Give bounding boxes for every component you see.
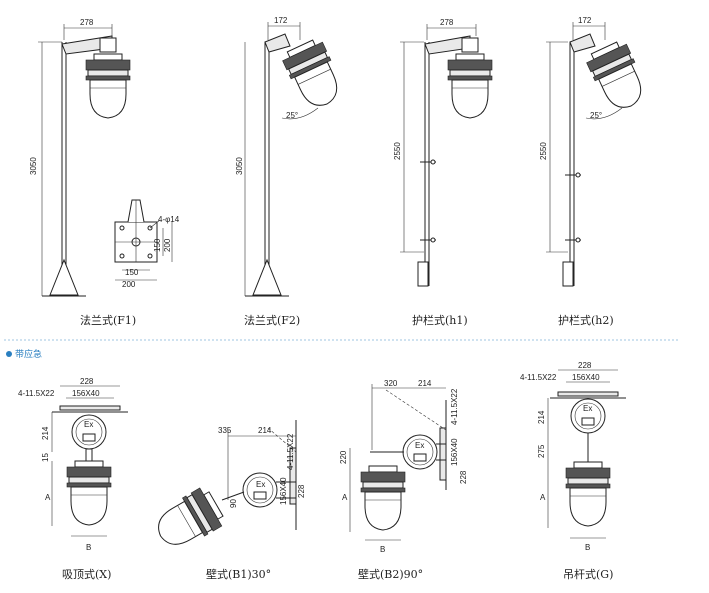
x-214-label: 214 [41, 426, 50, 440]
b2-220-label: 220 [339, 450, 348, 464]
b2-a-label: A [342, 493, 348, 502]
h2-height-label: 2550 [539, 142, 548, 160]
flange-150-v: 150 [153, 238, 162, 252]
g-box-label: 156X40 [572, 373, 600, 382]
flange-200-h: 200 [122, 280, 136, 289]
variant-f1: 278 3050 法兰式(F1) [29, 18, 136, 327]
g-214-label: 214 [537, 410, 546, 424]
h1-width-label: 278 [440, 18, 454, 27]
b1-holes-label: 4-11.5X22 [286, 433, 295, 470]
section-label: 带应急 [15, 348, 42, 360]
section-bullet-icon [6, 351, 12, 357]
g-holes-label: 4-11.5X22 [520, 373, 557, 382]
x-holes-label: 4-11.5X22 [18, 389, 55, 398]
h2-angle-label: 25° [590, 111, 602, 120]
x-box-label: 156X40 [72, 389, 100, 398]
b1-box-label: 156X40 [279, 477, 288, 505]
b2-320-label: 320 [384, 379, 398, 388]
variant-x: 228 156X40 4-11.5X22 Ex 214 15 A B 吸顶式(X… [18, 377, 128, 581]
g-228-label: 228 [578, 361, 592, 370]
flange-holes-label: 4-φ14 [158, 215, 180, 224]
h1-height-label: 2550 [393, 142, 402, 160]
flange-150-h: 150 [125, 268, 139, 277]
f2-angle-label: 25° [286, 111, 298, 120]
g-b-label: B [585, 543, 590, 552]
h1-caption: 护栏式(h1) [412, 313, 468, 327]
b2-holes-label: 4-11.5X22 [450, 388, 459, 425]
f2-height-label: 3050 [235, 157, 244, 175]
b1-90-label: 90 [229, 499, 238, 508]
b2-box-label: 156X40 [450, 438, 459, 466]
b1-ex-label: Ex [256, 480, 265, 489]
variant-h1: 278 2550 护栏式(h1) [393, 18, 493, 327]
h2-width-label: 172 [578, 16, 592, 25]
b2-caption: 壁式(B2)90° [358, 567, 423, 581]
b2-b-label: B [380, 545, 385, 554]
x-15-label: 15 [41, 453, 50, 462]
x-caption: 吸顶式(X) [62, 568, 111, 581]
f1-height-label: 3050 [29, 157, 38, 175]
x-228-label: 228 [80, 377, 94, 386]
variant-b2: 320 214 4-11.5X22 156X40 228 220 A B Ex … [339, 379, 468, 581]
g-ex-label: Ex [583, 404, 592, 413]
b1-caption: 壁式(B1)30° [206, 567, 271, 581]
b1-335-label: 335 [218, 426, 232, 435]
x-b-label: B [86, 543, 91, 552]
g-a-label: A [540, 493, 546, 502]
b2-228-label: 228 [459, 470, 468, 484]
variant-g: 228 156X40 4-11.5X22 Ex 214 275 A B 吊杆式(… [520, 361, 626, 581]
g-caption: 吊杆式(G) [563, 567, 613, 581]
f2-caption: 法兰式(F2) [244, 313, 300, 327]
flange-200-v: 200 [163, 238, 172, 252]
variant-h2: 172 25° 2550 护栏式(h2) [539, 16, 652, 327]
b2-ex-label: Ex [415, 441, 424, 450]
b1-228-label: 228 [297, 484, 306, 498]
b1-214-label: 214 [258, 426, 272, 435]
x-a-label: A [45, 493, 51, 502]
flange-detail: 4-φ14 150 200 150 200 [114, 199, 180, 289]
h2-caption: 护栏式(h2) [558, 313, 614, 327]
g-275-label: 275 [537, 444, 546, 458]
f1-caption: 法兰式(F1) [80, 313, 136, 327]
b2-214-label: 214 [418, 379, 432, 388]
variant-b1: 335 214 4-11.5X22 156X40 228 90 Ex 壁式(B1… [149, 420, 306, 581]
x-ex-label: Ex [84, 420, 93, 429]
variant-f2: 172 25° 3050 法兰式(F2) [235, 16, 348, 327]
f1-width-label: 278 [80, 18, 94, 27]
f2-width-label: 172 [274, 16, 288, 25]
